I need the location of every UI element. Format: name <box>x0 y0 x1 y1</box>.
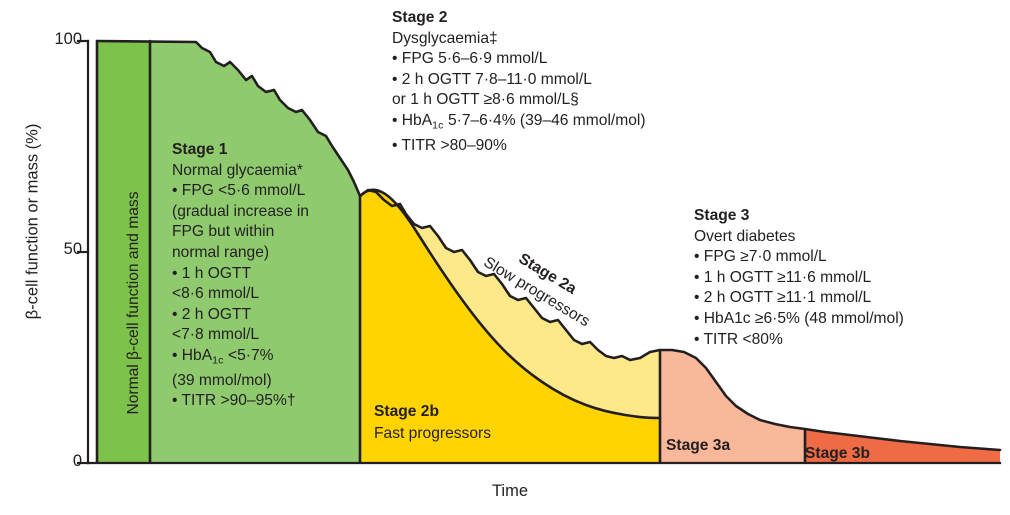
y-tick-label-100: 100 <box>54 30 82 48</box>
stage3a-label: Stage 3a <box>666 436 730 456</box>
stage3a-title: Stage 3a <box>666 437 731 454</box>
stage3-subtitle: Overt diabetes <box>694 227 796 245</box>
curve-upper-envelope <box>95 39 1002 452</box>
stage2-textblock: Stage 2 Dysglycaemia‡ • FPG 5·6–6·9 mmol… <box>392 8 646 157</box>
y-tick-label-50: 50 <box>63 240 82 258</box>
stage3-line-4: • TITR <80% <box>694 330 783 348</box>
stage1-line-6: • 2 h OGTT <box>172 305 252 323</box>
stage2b-title: Stage 2b <box>374 403 439 420</box>
stage3-title: Stage 3 <box>694 207 750 224</box>
stage3-line-3: • HbA1c ≥6·5% (48 mmol/mol) <box>694 309 904 327</box>
stage2b-label: Stage 2b Fast progressors <box>374 401 491 444</box>
x-axis-label: Time <box>491 482 529 500</box>
stage1-line-1: (gradual increase in <box>172 202 309 220</box>
stage3-line-0: • FPG ≥7·0 mmol/L <box>694 248 827 266</box>
stage1-title: Stage 1 <box>172 141 228 158</box>
region-normal-band <box>97 41 150 462</box>
stage1-line-10: • TITR >90–95%† <box>172 392 296 410</box>
y-axis-label: β-cell function or mass (%) <box>23 123 42 320</box>
stage2-line-4: • TITR >80–90% <box>392 136 507 154</box>
curve-stage2-separator <box>358 188 662 420</box>
stage1-line-9: (39 mmol/mol) <box>172 371 272 389</box>
stage1-line-5: <8·6 mmol/L <box>172 285 260 303</box>
chart-outlines <box>95 39 1002 464</box>
stage1-line-3: normal range) <box>172 243 270 261</box>
region-stage2b <box>360 189 660 462</box>
stage2-line-3: • HbA1c 5·7–6·4% (39–46 mmol/mol) <box>392 111 646 132</box>
stage1-line-8: • HbA1c <5·7% <box>172 346 274 367</box>
chart-axes <box>76 39 1002 465</box>
y-tick-label-0: 0 <box>72 452 82 470</box>
stage1-subtitle: Normal glycaemia* <box>172 161 303 179</box>
stage2-line-2: or 1 h OGTT ≥8·6 mmol/L§ <box>392 91 579 109</box>
stage2-line-1: • 2 h OGTT 7·8–11·0 mmol/L <box>392 70 592 88</box>
stage1-textblock: Stage 1 Normal glycaemia* • FPG <5·6 mmo… <box>172 140 309 412</box>
stage1-line-2: FPG but within <box>172 223 275 241</box>
stage2b-subtitle: Fast progressors <box>374 424 491 442</box>
stage3-line-2: • 2 h OGTT ≥11·1 mmol/L <box>694 289 872 307</box>
stage3-textblock: Stage 3 Overt diabetes • FPG ≥7·0 mmol/L… <box>694 206 904 350</box>
region-stage3a <box>660 350 805 462</box>
region-stage3b <box>805 429 1000 462</box>
chart-regions <box>97 41 1000 462</box>
stage1-line-8-text: • HbA1c <5·7% <box>172 346 274 367</box>
region-stage2a <box>360 189 660 418</box>
stage3b-label: Stage 3b <box>805 444 870 464</box>
stage3-line-1: • 1 h OGTT ≥11·6 mmol/L <box>694 268 872 286</box>
normal-band-label: Normal β-cell function and mass <box>125 191 142 415</box>
stage2-line-0: • FPG 5·6–6·9 mmol/L <box>392 50 548 68</box>
stage2-line-3-text: • HbA1c 5·7–6·4% (39–46 mmol/mol) <box>392 111 646 132</box>
stage1-line-7: <7·8 mmol/L <box>172 326 260 344</box>
stage1-line-0: • FPG <5·6 mmol/L <box>172 182 306 200</box>
stage1-line-4: • 1 h OGTT <box>172 264 252 282</box>
stage3b-title: Stage 3b <box>805 445 870 462</box>
stage2-title: Stage 2 <box>392 9 448 26</box>
stage2-subtitle: Dysglycaemia‡ <box>392 29 498 47</box>
region-stage1 <box>150 41 360 462</box>
